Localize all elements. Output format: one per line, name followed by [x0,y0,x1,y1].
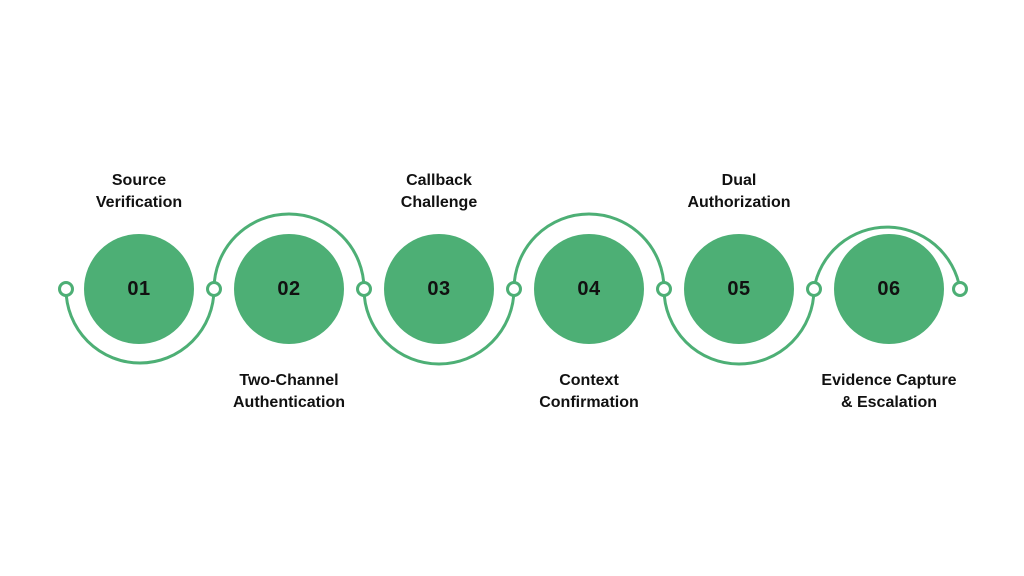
connector-arc-layer [64,212,962,366]
node-02-03-icon [356,281,372,297]
node-01-02-icon [206,281,222,297]
connector-arc-06 [812,225,962,291]
step-circle-02[interactable] [234,234,344,344]
node-03-04-icon [506,281,522,297]
connector-arc-04 [512,212,666,291]
connector-arc-02 [212,212,366,291]
step-number-01: 01 [127,278,151,300]
connector-arc-03 [362,287,516,366]
step-label-02: Two-Channel Authentication [233,372,345,411]
connector-node-layer [58,281,968,297]
connector-arc-05 [662,287,816,366]
step-label-06: Evidence Capture & Escalation [821,372,957,411]
step-number-04: 04 [577,278,601,300]
end-node-icon [952,281,968,297]
connector-arc-01 [64,287,216,365]
step-circle-layer [84,234,944,344]
start-node-icon [58,281,74,297]
step-circle-06[interactable] [834,234,944,344]
step-circle-05[interactable] [684,234,794,344]
step-label-05: Dual Authorization [687,172,791,211]
step-label-03: Callback Challenge [400,172,478,211]
step-number-05: 05 [727,278,751,300]
node-04-05-icon [656,281,672,297]
step-circle-03[interactable] [384,234,494,344]
step-circle-01[interactable] [84,234,194,344]
node-05-06-icon [806,281,822,297]
step-number-06: 06 [877,278,901,300]
step-label-04: Context Confirmation [539,372,639,411]
step-number-02: 02 [277,278,301,300]
step-circle-04[interactable] [534,234,644,344]
step-label-01: Source Verification [95,172,183,211]
step-number-03: 03 [427,278,451,300]
